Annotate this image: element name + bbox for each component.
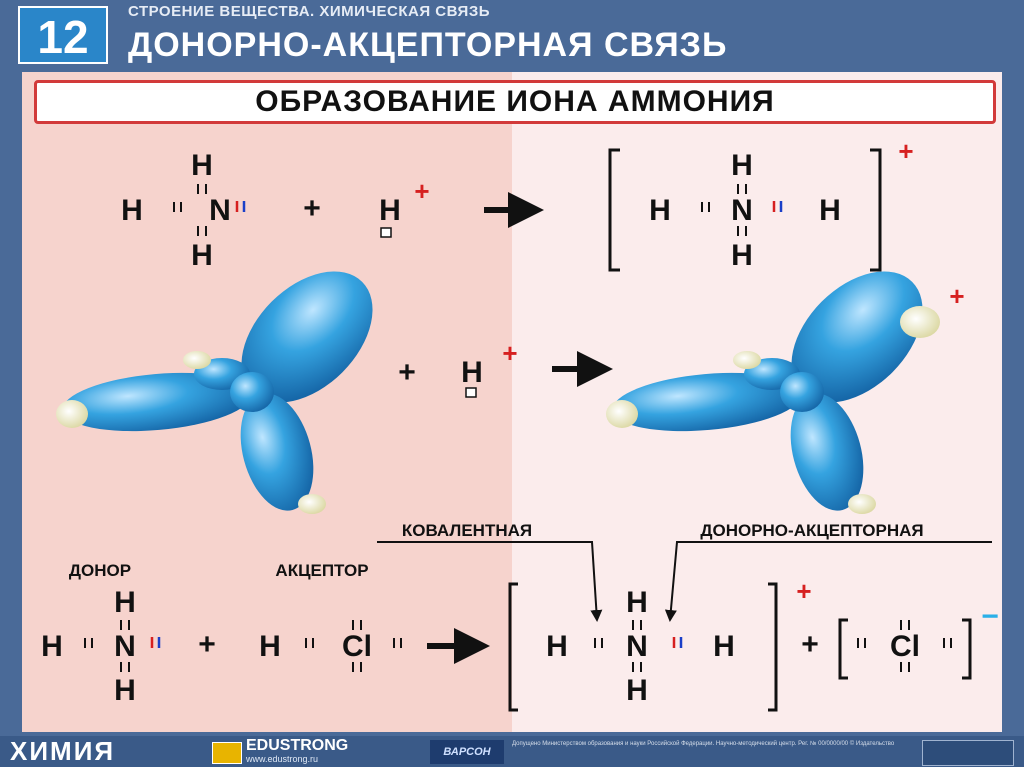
label-acceptor: АКЦЕПТОР <box>275 561 368 580</box>
row3-bracket-left <box>508 582 518 712</box>
orbital-lobe-bottom <box>240 393 314 511</box>
row3-cl: Cl <box>342 630 372 663</box>
row1-ammonia: H H N H <box>121 149 246 272</box>
row3-chloride-cl: Cl <box>890 630 920 663</box>
ion-hydrogen-upper <box>733 351 761 369</box>
row1-h-left: H <box>121 194 143 227</box>
ion-hydrogen-top <box>900 306 940 338</box>
row1-ammonium: H H N H H + <box>608 136 914 272</box>
row1-empty-orbital <box>380 227 392 238</box>
row1-ammonium-h-right: H <box>819 194 841 227</box>
row1-ammonium-h-bottom: H <box>731 239 753 272</box>
footer-url: www.edustrong.ru <box>246 754 319 764</box>
row1-ammonium-pairs <box>701 184 747 236</box>
header: 12 СТРОЕНИЕ ВЕЩЕСТВА. ХИМИЧЕСКАЯ СВЯЗЬ Д… <box>0 0 1024 72</box>
row1-ammonium-charge: + <box>898 136 913 166</box>
row3-ion-pairs <box>594 620 642 672</box>
footer-logo-icon <box>212 742 242 764</box>
row3-ion-h-top: H <box>626 586 648 619</box>
row3-ion-n: N <box>626 630 648 663</box>
row3-cl-pairs <box>305 620 402 672</box>
row1-h-bottom: H <box>191 239 213 272</box>
row3-bracket-right <box>768 582 778 712</box>
ion-lobe-top <box>791 271 923 403</box>
row3-ammonium: H H N H H + <box>508 576 812 712</box>
poster-title: ДОНОРНО-АКЦЕПТОРНАЯ СВЯЗЬ <box>128 26 728 64</box>
row3-chloride-charge: − <box>981 600 999 633</box>
row3-h-left: H <box>41 630 63 663</box>
poster-number: 12 <box>18 6 108 64</box>
row3-ion-h-left: H <box>546 630 568 663</box>
row3-ammonia-pairs <box>84 620 130 672</box>
poster-subtitle: СТРОЕНИЕ ВЕЩЕСТВА. ХИМИЧЕСКАЯ СВЯЗЬ <box>128 3 491 20</box>
row1-ammonium-n: N <box>731 194 753 227</box>
footer-credits: Допущено Министерством образования и нау… <box>512 741 895 747</box>
row2-h-proton: H <box>461 356 483 389</box>
content-panel: ОБРАЗОВАНИЕ ИОНА АММОНИЯ H H <box>22 72 1002 732</box>
row3-n: N <box>114 630 136 663</box>
ion-center <box>780 372 824 412</box>
row1-bracket-right <box>870 148 882 272</box>
row1-bracket-left <box>608 148 620 272</box>
ammonium-orbital-model <box>606 271 940 514</box>
hydrogen-lobe-left <box>56 400 88 428</box>
row3-plus-2: + <box>801 628 819 661</box>
footer-mark-icon <box>922 740 1014 766</box>
label-pointers <box>377 541 992 622</box>
row2-empty-orbital <box>465 387 477 398</box>
row1-h-proton: H <box>379 194 401 227</box>
footer-publisher: ВАРСОН <box>430 740 504 764</box>
footer-brand: ХИМИЯ <box>10 736 116 766</box>
row1-ammonium-h-left: H <box>649 194 671 227</box>
orbital-center <box>230 372 274 412</box>
row3-ion-h-right: H <box>713 630 735 663</box>
row2-ion-charge: + <box>949 281 964 311</box>
row1-electron-pairs <box>173 184 207 236</box>
orbital-lobe-left <box>62 372 252 432</box>
ammonia-orbital-model <box>56 271 373 514</box>
row1-n: N <box>209 194 231 227</box>
ion-hydrogen-left <box>606 400 638 428</box>
row2-proton-charge: + <box>502 338 517 368</box>
row3-hcl-h: H <box>259 630 281 663</box>
label-covalent: КОВАЛЕНТНАЯ <box>402 521 532 540</box>
row3-cl-bracket-left <box>838 618 848 680</box>
row3-ammonia: H H N H <box>41 586 161 707</box>
hydrogen-lobe-upper <box>183 351 211 369</box>
ion-lobe-left <box>612 372 802 432</box>
ion-lobe-bottom <box>790 393 864 511</box>
row3-hcl: H Cl <box>259 620 402 672</box>
banner-title: ОБРАЗОВАНИЕ ИОНА АММОНИЯ <box>34 80 996 124</box>
row3-chloride-pairs <box>857 620 952 672</box>
row1-h-top: H <box>191 149 213 182</box>
footer: ХИМИЯ EDUSTRONG www.edustrong.ru ВАРСОН … <box>0 736 1024 767</box>
row1-proton-charge: + <box>414 176 429 206</box>
ion-hydrogen-bottom <box>848 494 876 514</box>
row3-h-bottom: H <box>114 674 136 707</box>
row3-plus: + <box>198 628 216 661</box>
row3-cl-bracket-right <box>962 618 972 680</box>
hydrogen-lobe-bottom <box>298 494 326 514</box>
row1-ammonium-h-top: H <box>731 149 753 182</box>
label-donor-acceptor: ДОНОРНО-АКЦЕПТОРНАЯ <box>700 521 923 540</box>
row1-plus: + <box>303 192 321 225</box>
row3-h-top: H <box>114 586 136 619</box>
row3-chloride: Cl − <box>838 600 999 680</box>
reaction-diagram: H H N H + H + H <box>41 136 999 712</box>
footer-site: EDUSTRONG <box>246 737 349 754</box>
orbital-lobe-top <box>241 271 373 403</box>
row3-ion-charge: + <box>796 576 811 606</box>
row2-plus: + <box>398 356 416 389</box>
label-donor: ДОНОР <box>69 561 131 580</box>
row3-ion-h-bottom: H <box>626 674 648 707</box>
